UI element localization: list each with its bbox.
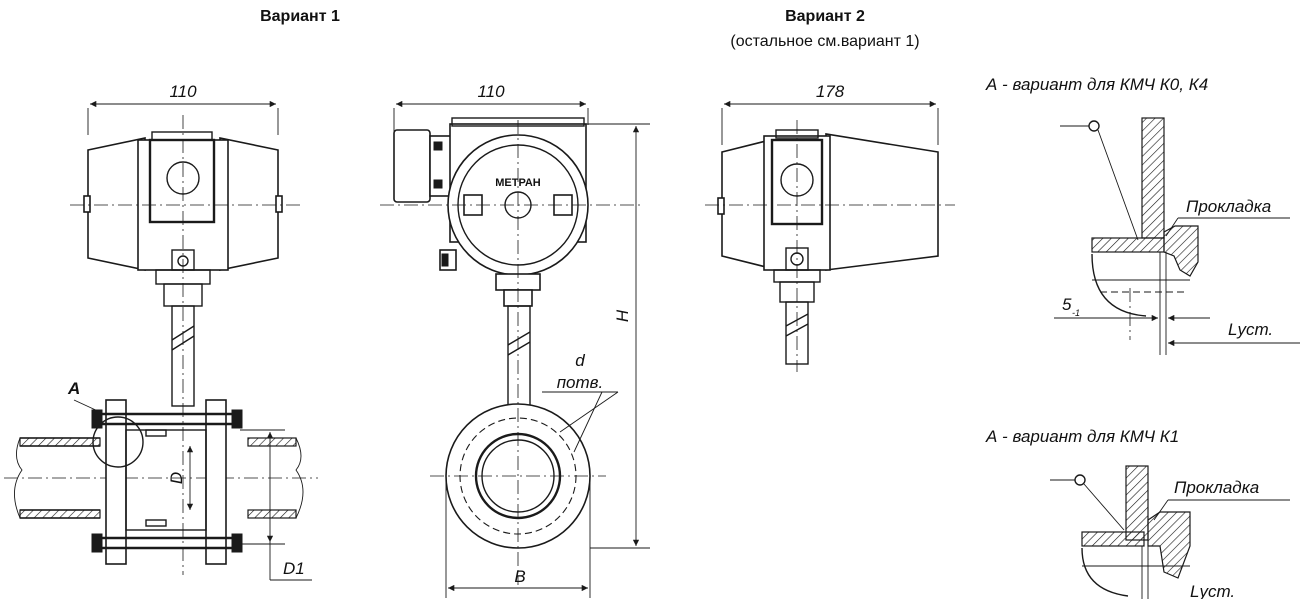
view-mark-a: А xyxy=(67,379,80,398)
detail-k0-k4: А - вариант для КМЧ К0, К4 Прокладка 5 -… xyxy=(985,75,1300,355)
detail-k0-gasket: Прокладка xyxy=(1186,197,1271,216)
variant2-title: Вариант 2 xyxy=(785,8,865,25)
side-view: 110 МЕТРАН H xyxy=(380,82,650,598)
detail-k0-caption: А - вариант для КМЧ К0, К4 xyxy=(985,75,1208,94)
dim-pipe-d: D xyxy=(167,472,186,484)
dim-width-side: 110 xyxy=(477,82,505,101)
detail-k1-caption: А - вариант для КМЧ К1 xyxy=(985,427,1179,446)
variant1-title: Вариант 1 xyxy=(260,8,340,25)
dim-bore-d: d xyxy=(575,351,585,370)
variant2-view: 178 xyxy=(705,82,955,372)
dim-bore-note: потв. xyxy=(557,373,604,392)
variant2-note: (остальное см.вариант 1) xyxy=(730,33,919,50)
dim-width-front: 110 xyxy=(169,82,197,101)
detail-k1: А - вариант для КМЧ К1 Прокладка Lуст. xyxy=(985,427,1290,599)
detail-k0-offset-tol: -1 xyxy=(1072,308,1080,318)
detail-k0-offset: 5 xyxy=(1062,295,1072,314)
detail-k1-gasket: Прокладка xyxy=(1174,478,1259,497)
detail-k0-install: Lуст. xyxy=(1228,320,1273,339)
dim-height: H xyxy=(613,309,632,322)
detail-k1-install: Lуст. xyxy=(1190,582,1235,599)
dim-body-b: B xyxy=(514,567,525,586)
dim-pipe-d1: D1 xyxy=(283,559,305,578)
brand-label: МЕТРАН xyxy=(495,177,541,189)
front-view: 110 xyxy=(4,82,318,581)
dim-width-v2: 178 xyxy=(816,82,845,101)
